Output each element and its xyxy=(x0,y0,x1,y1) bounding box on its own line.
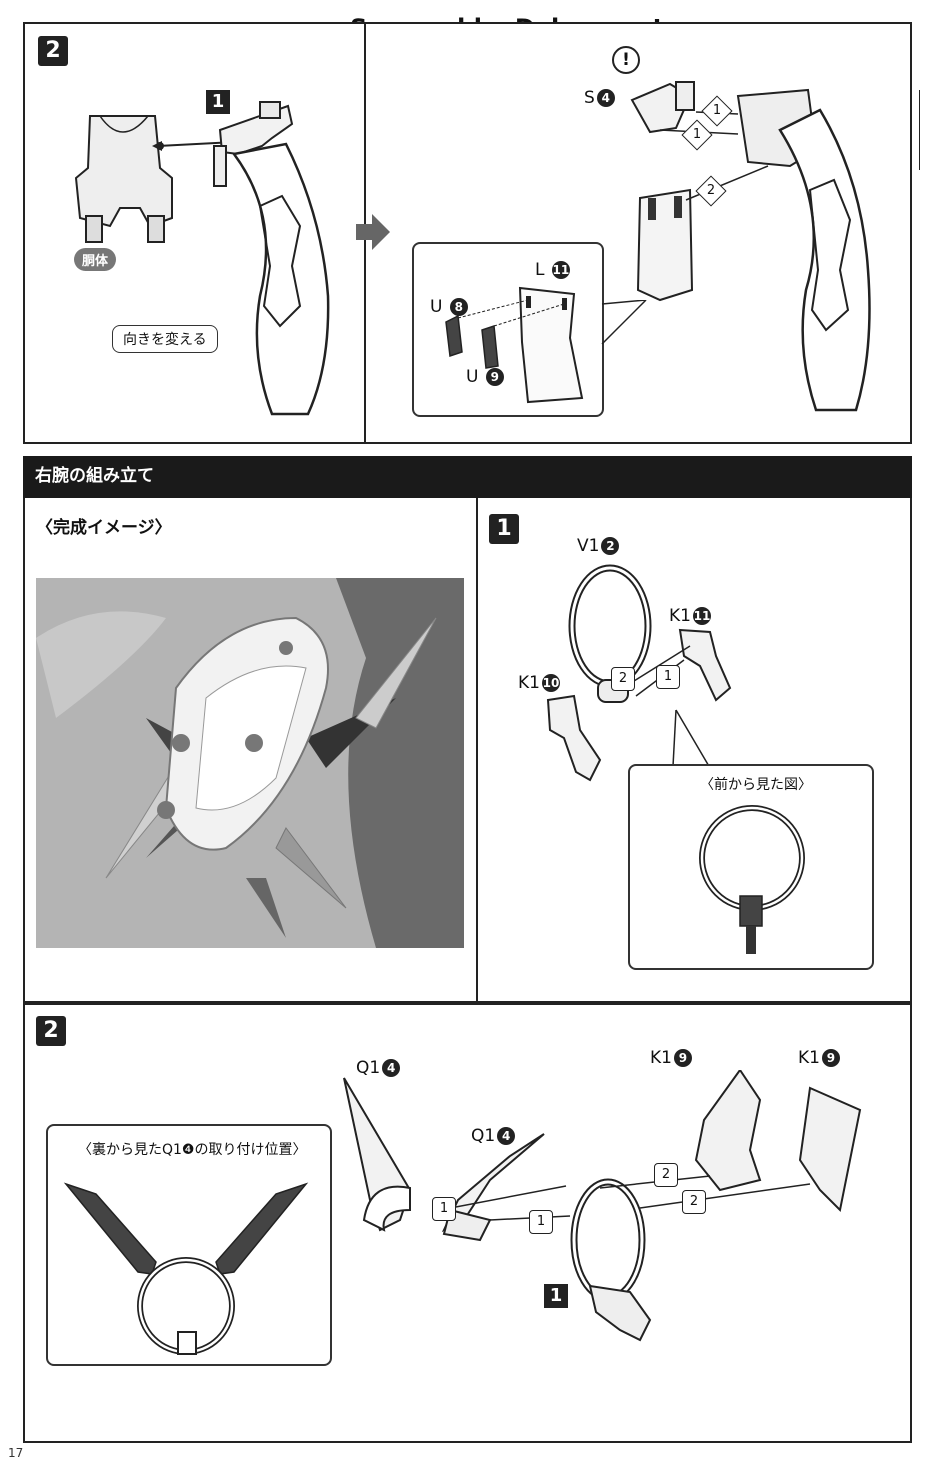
part-label-u9: U 9 xyxy=(466,367,504,387)
alert-icon: ! xyxy=(612,46,640,74)
preview-photo xyxy=(36,578,464,948)
step1-number: 1 xyxy=(489,514,519,544)
step2-number: 2 xyxy=(36,1016,66,1046)
arrow-step-1a: 1 xyxy=(712,103,722,118)
part-label-u8: U 8 xyxy=(430,297,468,317)
next-arrow xyxy=(356,214,390,250)
step2-arrow-1b: 1 xyxy=(529,1210,553,1234)
arrow-step-2: 2 xyxy=(706,183,716,198)
front-view-title: 〈前から見た図〉 xyxy=(700,777,812,793)
step2-sub-step-number: 1 xyxy=(544,1284,568,1308)
step2-assembly-figure xyxy=(343,1070,862,1342)
assembly-figure-right xyxy=(630,81,920,412)
back-view-callout xyxy=(46,1124,332,1366)
top-sub-step-number: 1 xyxy=(206,90,230,114)
preview-label: 〈完成イメージ〉 xyxy=(36,518,172,538)
step2-arrow-1a: 1 xyxy=(432,1197,456,1221)
callout-pointer-top xyxy=(601,300,647,345)
leg-part-figure xyxy=(213,101,330,416)
step1-arrow-1: 1 xyxy=(656,665,680,689)
skirt-parts-figure xyxy=(445,286,584,404)
section-title-bar: 右腕の組み立て xyxy=(23,456,912,498)
front-view-ring xyxy=(699,805,805,954)
back-view-figure xyxy=(63,1182,309,1355)
direction-note: 向きを変える xyxy=(112,325,218,353)
preview-photo-drawing xyxy=(36,578,464,948)
part-label-l11: L 11 xyxy=(535,260,570,280)
top-step-number: 2 xyxy=(38,36,68,66)
arrow-step-1b: 1 xyxy=(692,127,702,142)
step2-arrow-2b: 2 xyxy=(682,1190,706,1214)
torso-tag: 胴体 xyxy=(74,248,117,271)
ring-parts-figure xyxy=(546,564,732,786)
step2-arrow-2a: 2 xyxy=(654,1163,678,1187)
back-view-title: 〈裏から見たQ1❹の取り付け位置〉 xyxy=(78,1142,307,1158)
page-number: 17 xyxy=(8,1446,24,1460)
step1-arrow-2: 2 xyxy=(611,667,635,691)
